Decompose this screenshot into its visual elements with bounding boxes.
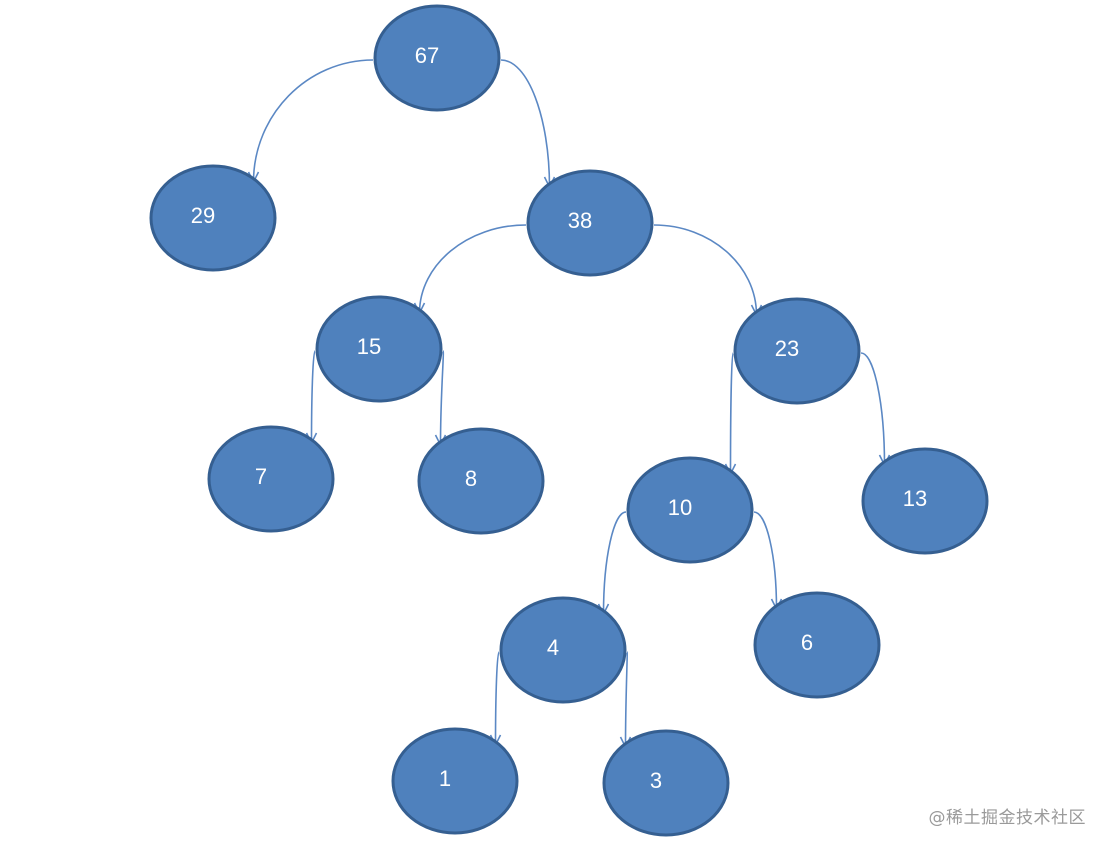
edge-4-to-1	[496, 651, 500, 745]
node-ellipse-29	[149, 164, 277, 272]
node-ellipse-4	[499, 596, 627, 704]
tree-node-67: 67	[373, 4, 501, 112]
tree-node-1: 1	[391, 727, 519, 835]
edge-10-to-6	[753, 511, 777, 609]
node-ellipse-7	[207, 425, 335, 533]
node-label-7: 7	[255, 464, 267, 489]
node-ellipse-38	[526, 169, 654, 277]
tree-node-10: 10	[626, 456, 754, 564]
edge-38-to-23	[653, 224, 757, 315]
node-label-1: 1	[439, 766, 451, 791]
node-ellipse-8	[417, 427, 545, 535]
node-label-67: 67	[415, 43, 439, 68]
tree-node-15: 15	[315, 295, 443, 403]
node-ellipse-23	[733, 297, 861, 405]
edge-4-to-3	[626, 651, 628, 747]
edge-15-to-7	[312, 350, 316, 443]
edges-layer	[254, 59, 885, 747]
edge-23-to-10	[731, 352, 734, 474]
tree-node-13: 13	[861, 447, 989, 555]
node-label-10: 10	[668, 495, 692, 520]
node-label-3: 3	[650, 768, 662, 793]
node-label-23: 23	[775, 336, 799, 361]
edge-10-to-4	[604, 511, 627, 614]
node-label-4: 4	[547, 635, 559, 660]
edge-67-to-38	[500, 59, 550, 187]
tree-node-3: 3	[602, 729, 730, 837]
node-label-6: 6	[801, 630, 813, 655]
node-label-15: 15	[357, 334, 381, 359]
edge-67-to-29	[254, 59, 374, 182]
tree-node-38: 38	[526, 169, 654, 277]
node-ellipse-10	[626, 456, 754, 564]
watermark-text: @稀土掘金技术社区	[928, 808, 1086, 828]
node-ellipse-6	[753, 591, 881, 699]
node-ellipse-67	[373, 4, 501, 112]
edge-23-to-13	[860, 352, 885, 465]
node-label-29: 29	[191, 203, 215, 228]
node-ellipse-13	[861, 447, 989, 555]
node-ellipse-3	[602, 729, 730, 837]
tree-node-6: 6	[753, 591, 881, 699]
tree-node-7: 7	[207, 425, 335, 533]
node-label-38: 38	[568, 208, 592, 233]
node-label-8: 8	[465, 466, 477, 491]
tree-node-4: 4	[499, 596, 627, 704]
edge-15-to-8	[441, 350, 444, 445]
tree-node-23: 23	[733, 297, 861, 405]
tree-node-29: 29	[149, 164, 277, 272]
edge-38-to-15	[420, 224, 527, 313]
node-ellipse-1	[391, 727, 519, 835]
node-label-13: 13	[903, 486, 927, 511]
node-ellipse-15	[315, 295, 443, 403]
tree-node-8: 8	[417, 427, 545, 535]
